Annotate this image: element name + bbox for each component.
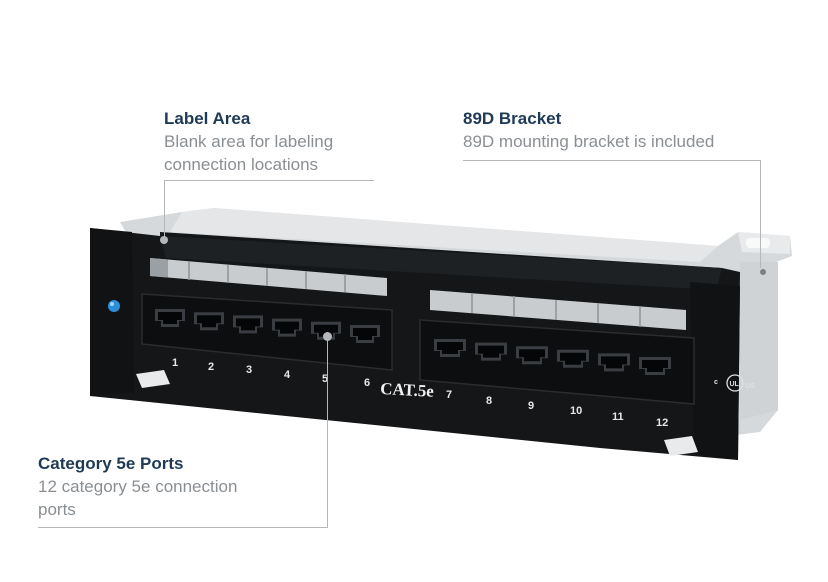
label-area-leader-h: [164, 180, 374, 181]
port-number-12: 12: [656, 417, 668, 429]
ports-callout: Category 5e Ports 12 category 5e connect…: [38, 453, 328, 521]
rj45-port-5: [311, 321, 341, 340]
rj45-port-10: [557, 349, 589, 368]
label-area-callout: Label Area Blank area for labeling conne…: [164, 108, 424, 176]
port-number-7: 7: [446, 389, 452, 401]
port-number-4: 4: [284, 369, 291, 381]
label-area-title: Label Area: [164, 109, 251, 128]
port-number-2: 2: [208, 361, 214, 373]
rj45-port-12: [639, 357, 671, 375]
rj45-port-9: [516, 346, 548, 365]
ports-desc-line-2: ports: [38, 500, 76, 519]
port-number-1: 1: [172, 357, 178, 369]
label-area-desc-line-2: connection locations: [164, 155, 319, 174]
bracket-leader-v: [760, 160, 761, 268]
svg-text:US: US: [745, 383, 755, 390]
rj45-port-2: [194, 312, 224, 331]
ports-leader-v: [327, 336, 328, 528]
bracket-desc-line-1: 89D mounting bracket is included: [463, 132, 715, 151]
label-area-desc-line-1: Blank area for labeling: [164, 132, 334, 151]
port-number-3: 3: [246, 364, 252, 376]
rj45-port-3: [233, 315, 263, 334]
label-strip-right: [430, 290, 686, 330]
ul-certification-mark: UL c US: [714, 374, 755, 392]
panel-face: [90, 228, 740, 460]
bracket-leader-h: [463, 160, 760, 161]
rj45-port-1: [155, 309, 185, 327]
bracket-callout: 89D Bracket 89D mounting bracket is incl…: [463, 108, 783, 153]
port-number-8: 8: [486, 395, 492, 407]
bracket-title: 89D Bracket: [463, 109, 562, 128]
rj45-jacks: [155, 309, 671, 375]
svg-text:c: c: [714, 379, 718, 386]
port-number-11: 11: [612, 411, 624, 423]
ports-title: Category 5e Ports: [38, 454, 184, 473]
cat5e-label: CAT.5e: [380, 379, 435, 401]
ports-desc-line-1: 12 category 5e connection: [38, 477, 238, 496]
label-strip-left: [150, 258, 387, 296]
ports-leader-h: [38, 527, 327, 528]
port-number-6: 6: [364, 377, 370, 389]
rj45-port-7: [434, 339, 466, 357]
svg-text:UL: UL: [730, 381, 740, 388]
rj45-port-11: [598, 353, 630, 372]
rj45-port-8: [475, 342, 507, 361]
rj45-port-4: [272, 318, 302, 337]
rj45-port-6: [350, 325, 380, 343]
label-area-leader-v: [164, 180, 165, 240]
port-number-9: 9: [528, 400, 534, 412]
ports-leader-dot: [323, 332, 332, 341]
port-block-right: [419, 319, 695, 405]
status-led: [108, 300, 120, 312]
mounting-tabs: [136, 370, 698, 456]
port-number-10: 10: [570, 405, 582, 417]
port-number-5: 5: [322, 373, 328, 385]
label-area-leader-dot: [160, 236, 168, 244]
